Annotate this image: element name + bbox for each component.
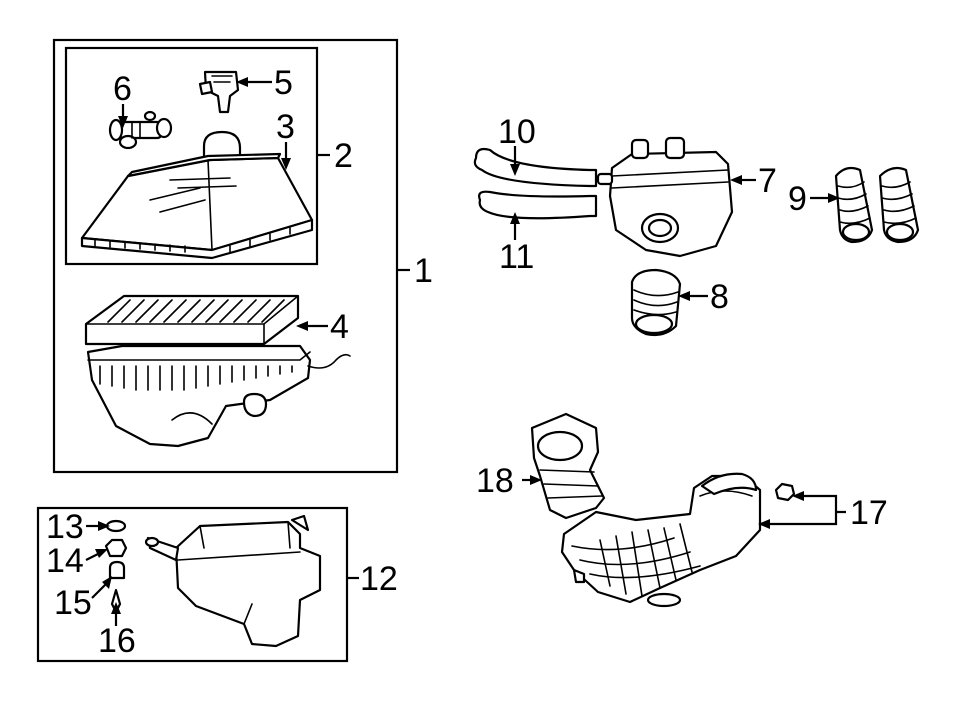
callout-16-arrow	[111, 602, 121, 614]
callout-15-arrow	[102, 576, 112, 589]
part-11-hose	[478, 190, 598, 220]
callout-17-arrow-b	[758, 519, 770, 529]
callout-7: 7	[758, 162, 777, 200]
callout-15-leader	[91, 583, 107, 599]
callout-9: 9	[788, 180, 807, 218]
callout-10: 10	[498, 113, 536, 151]
part-12-resonator	[144, 514, 322, 648]
assembly-1-frame	[52, 38, 399, 474]
callout-17-arrow-a	[792, 491, 804, 501]
callout-2: 2	[334, 137, 353, 175]
callout-14: 14	[46, 542, 84, 580]
part-7-resonator	[596, 136, 734, 258]
callout-13: 13	[46, 508, 84, 546]
callout-3-arrow	[281, 158, 291, 170]
callout-4-arrow	[296, 321, 308, 331]
callout-4: 4	[330, 308, 349, 346]
callout-14-arrow	[95, 549, 108, 558]
callout-13-arrow	[98, 521, 110, 531]
part-15-grommet	[108, 560, 126, 580]
part-17-clip	[774, 482, 796, 502]
callout-10-arrow	[510, 164, 520, 176]
callout-12: 12	[360, 560, 398, 598]
callout-16: 16	[98, 622, 136, 660]
part-18-intake-duct	[530, 412, 762, 608]
callout-18-arrow	[530, 475, 542, 485]
callout-3: 3	[276, 108, 295, 146]
callout-14-leader	[85, 553, 99, 561]
callout-15: 15	[54, 584, 92, 622]
part-3-upper-case	[80, 130, 314, 260]
part-8-boot	[630, 268, 682, 337]
part-4-filter	[84, 294, 300, 346]
part-14-nut	[104, 538, 128, 558]
part-1-lower-case	[86, 344, 351, 448]
callout-6: 6	[113, 70, 132, 108]
callout-11-arrow	[510, 212, 520, 224]
callout-8-arrow	[678, 291, 690, 301]
callout-17: 17	[850, 494, 888, 532]
part-6-sensor	[108, 110, 173, 150]
callout-18: 18	[476, 462, 514, 500]
assembly-12-frame	[36, 506, 349, 663]
part-16-clip	[110, 588, 122, 610]
callout-9-arrow	[828, 193, 840, 203]
callout-7-arrow	[730, 175, 742, 185]
callout-17-leader	[768, 494, 846, 526]
part-5-sensor	[198, 70, 240, 114]
callout-11: 11	[499, 238, 534, 276]
callout-8: 8	[710, 278, 729, 316]
callout-6-arrow	[118, 116, 128, 128]
callout-5-arrow	[236, 77, 248, 87]
part-9-boots	[834, 166, 920, 244]
callout-5: 5	[274, 64, 293, 102]
callout-1: 1	[414, 252, 433, 290]
part-10-hose	[473, 147, 598, 188]
